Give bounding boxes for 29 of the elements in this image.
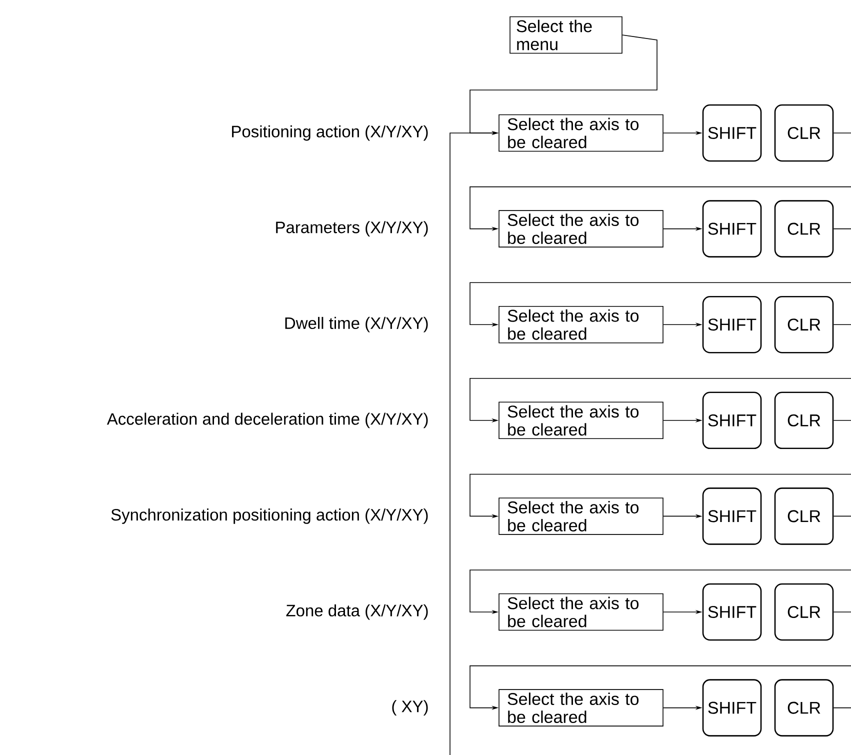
row-label: Parameters (X/Y/XY) [276,221,428,236]
process-box: Select the menu [510,16,622,54]
key-button: CLR [774,200,834,258]
process-box: Select the axis to be cleared [498,306,664,344]
row-label: Synchronization positioning action (X/Y/XY) [111,508,428,524]
key-button: CLR [774,392,834,450]
process-box: Select the axis to be cleared [498,689,664,726]
key-button: SHIFT [702,104,762,162]
key-button: CLR [774,583,834,641]
key-button: SHIFT [702,392,762,450]
key-button: SHIFT [702,296,762,354]
key-button: SHIFT [702,679,762,736]
key-button: CLR [774,104,834,162]
process-box: Select the axis to be cleared [498,114,664,152]
row-label: Acceleration and deceleration time (X/Y/XY) [106,412,428,428]
row-label: ( XY) [392,700,428,716]
key-button: CLR [774,296,834,354]
process-box: Select the axis to be cleared [498,498,664,535]
key-button: SHIFT [702,488,762,545]
row-label: Dwell time (X/Y/XY) [285,316,428,332]
row-label: Positioning action (X/Y/XY) [232,125,428,141]
key-button: SHIFT [702,200,762,258]
key-button: CLR [774,679,834,736]
process-box: Select the axis to be cleared [498,593,664,631]
process-box: Select the axis to be cleared [498,402,664,440]
row-label: Zone data (X/Y/XY) [286,604,428,620]
key-button: SHIFT [702,583,762,641]
key-button: CLR [774,488,834,545]
process-box: Select the axis to be cleared [498,210,664,248]
